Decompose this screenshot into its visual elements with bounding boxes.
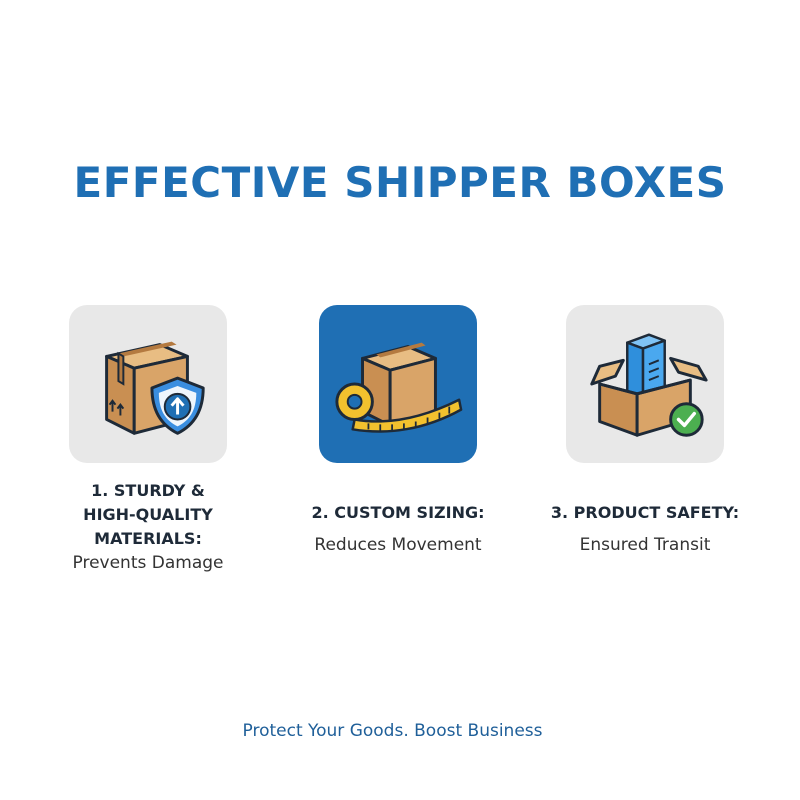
feature-custom-sizing: 2. CUSTOM SIZING: Reduces Movement	[298, 305, 498, 557]
feature-product-safety: 3. PRODUCT SAFETY: Ensured Transit	[545, 305, 745, 557]
open-box-with-product-checkmark-icon	[590, 333, 708, 437]
feature-icon-tile	[319, 305, 477, 463]
feature-subtitle: Prevents Damage	[72, 553, 224, 573]
feature-icon-tile	[566, 305, 724, 463]
feature-subtitle: Ensured Transit	[579, 535, 711, 555]
tagline: Protect Your Goods. Boost Business	[242, 721, 543, 741]
feature-heading: 1. STURDY & HIGH-QUALITY MATERIALS:	[83, 481, 213, 548]
feature-heading: 3. PRODUCT SAFETY:	[550, 503, 740, 522]
feature-sturdy-materials: 1. STURDY & HIGH-QUALITY MATERIALS: Prev…	[48, 305, 248, 575]
feature-heading: 2. CUSTOM SIZING:	[311, 503, 485, 522]
page-title: EFFECTIVE SHIPPER BOXES	[73, 158, 727, 207]
feature-icon-tile	[69, 305, 227, 463]
box-with-measuring-tape-icon	[335, 342, 463, 433]
box-with-shield-icon	[105, 341, 205, 435]
feature-subtitle: Reduces Movement	[314, 535, 482, 555]
